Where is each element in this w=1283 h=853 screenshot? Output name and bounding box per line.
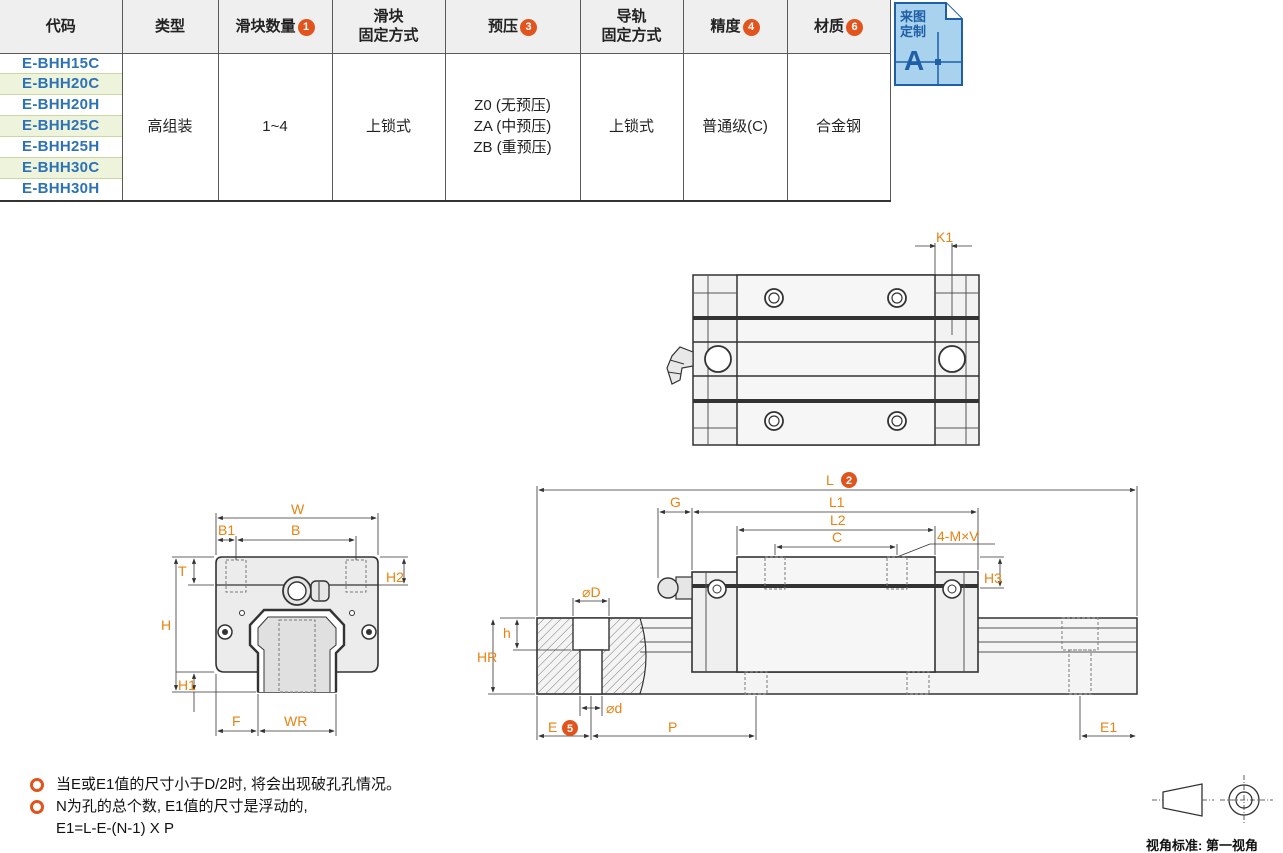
- header-type: 类型: [121, 0, 219, 54]
- dim-e: E: [548, 719, 557, 735]
- dim-w: W: [291, 501, 305, 517]
- dim-p: P: [668, 719, 677, 735]
- dim-t: T: [178, 563, 187, 579]
- top-view: K1: [666, 229, 980, 446]
- dim-l2: L2: [830, 512, 846, 528]
- code-item[interactable]: E-BHH25H: [0, 137, 122, 158]
- code-item[interactable]: E-BHH25C: [0, 116, 122, 138]
- dim-e1: E1: [1100, 719, 1117, 735]
- dim-d-lower: ⌀d: [606, 700, 622, 716]
- dim-l1: L1: [829, 494, 845, 510]
- first-angle-projection-icon: [1152, 775, 1273, 825]
- note-number-badge: 4: [742, 18, 760, 36]
- note-item: N为孔的总个数, E1值的尺寸是浮动的,: [30, 796, 401, 818]
- side-view: L 2 L1 L2 G C 4-M×V H3 ⌀D: [477, 472, 1138, 740]
- cell-rail-fix: 上锁式: [579, 52, 684, 202]
- dim-b1: B1: [218, 522, 235, 538]
- dim-h-small: h: [503, 625, 511, 641]
- header-rail-fix: 导轨固定方式: [579, 0, 684, 54]
- dim-h1: H1: [178, 677, 196, 693]
- table-row: E-BHH15C E-BHH20C E-BHH20H E-BHH25C E-BH…: [0, 52, 891, 202]
- cell-preload: Z0 (无预压) ZA (中预压) ZB (重预压): [444, 52, 581, 202]
- cell-block-fix: 上锁式: [331, 52, 446, 202]
- code-item[interactable]: E-BHH30H: [22, 179, 100, 197]
- note-number-badge: 5: [567, 723, 573, 735]
- note-item: 当E或E1值的尺寸小于D/2时, 将会出现破孔孔情况。: [30, 774, 401, 796]
- dim-c: C: [832, 529, 842, 545]
- cell-accuracy: 普通级(C): [682, 52, 788, 202]
- preload-option: Z0 (无预压): [474, 97, 551, 115]
- front-view: W B1 B T H2 H H1 F WR: [161, 501, 408, 736]
- bullet-icon: [30, 778, 44, 792]
- dim-hr: HR: [477, 649, 497, 665]
- bullet-icon: [30, 800, 44, 814]
- document-icon: [894, 2, 963, 86]
- preload-option: ZA (中预压): [473, 118, 552, 136]
- dim-wr: WR: [284, 713, 307, 729]
- notes: 当E或E1值的尺寸小于D/2时, 将会出现破孔孔情况。 N为孔的总个数, E1值…: [30, 774, 401, 840]
- note-number-badge: 1: [297, 18, 315, 36]
- dim-b: B: [291, 522, 300, 538]
- header-code: 代码: [0, 0, 123, 54]
- dim-thread: 4-M×V: [937, 528, 979, 544]
- note-number-badge: 3: [520, 18, 537, 36]
- code-list: E-BHH15C E-BHH20C E-BHH20H E-BHH25C E-BH…: [0, 52, 123, 202]
- dim-h2: H2: [386, 569, 404, 585]
- note-formula: E1=L-E-(N-1) X P: [56, 820, 174, 837]
- custom-drawing-badge[interactable]: 来图 定制 A: [894, 2, 964, 86]
- dim-f: F: [232, 713, 241, 729]
- dim-l: L: [826, 472, 834, 488]
- dim-g: G: [670, 494, 681, 510]
- header-block-fix: 滑块固定方式: [331, 0, 446, 54]
- code-item[interactable]: E-BHH30C: [0, 157, 122, 179]
- cell-material: 合金钢: [786, 52, 891, 202]
- code-item[interactable]: E-BHH15C: [0, 54, 122, 75]
- dim-h: H: [161, 617, 171, 633]
- dim-k1: K1: [936, 229, 953, 245]
- view-standard-label: 视角标准: 第一视角: [1146, 838, 1258, 853]
- note-number-badge: 6: [846, 18, 863, 36]
- cell-type: 高组装: [121, 52, 219, 202]
- preload-option: ZB (重预压): [473, 139, 552, 157]
- code-item[interactable]: E-BHH20C: [0, 74, 122, 96]
- dim-d-upper: ⌀D: [582, 584, 601, 600]
- note-number-badge: 2: [846, 475, 852, 487]
- code-item[interactable]: E-BHH20H: [0, 95, 122, 117]
- dim-h3: H3: [984, 570, 1002, 586]
